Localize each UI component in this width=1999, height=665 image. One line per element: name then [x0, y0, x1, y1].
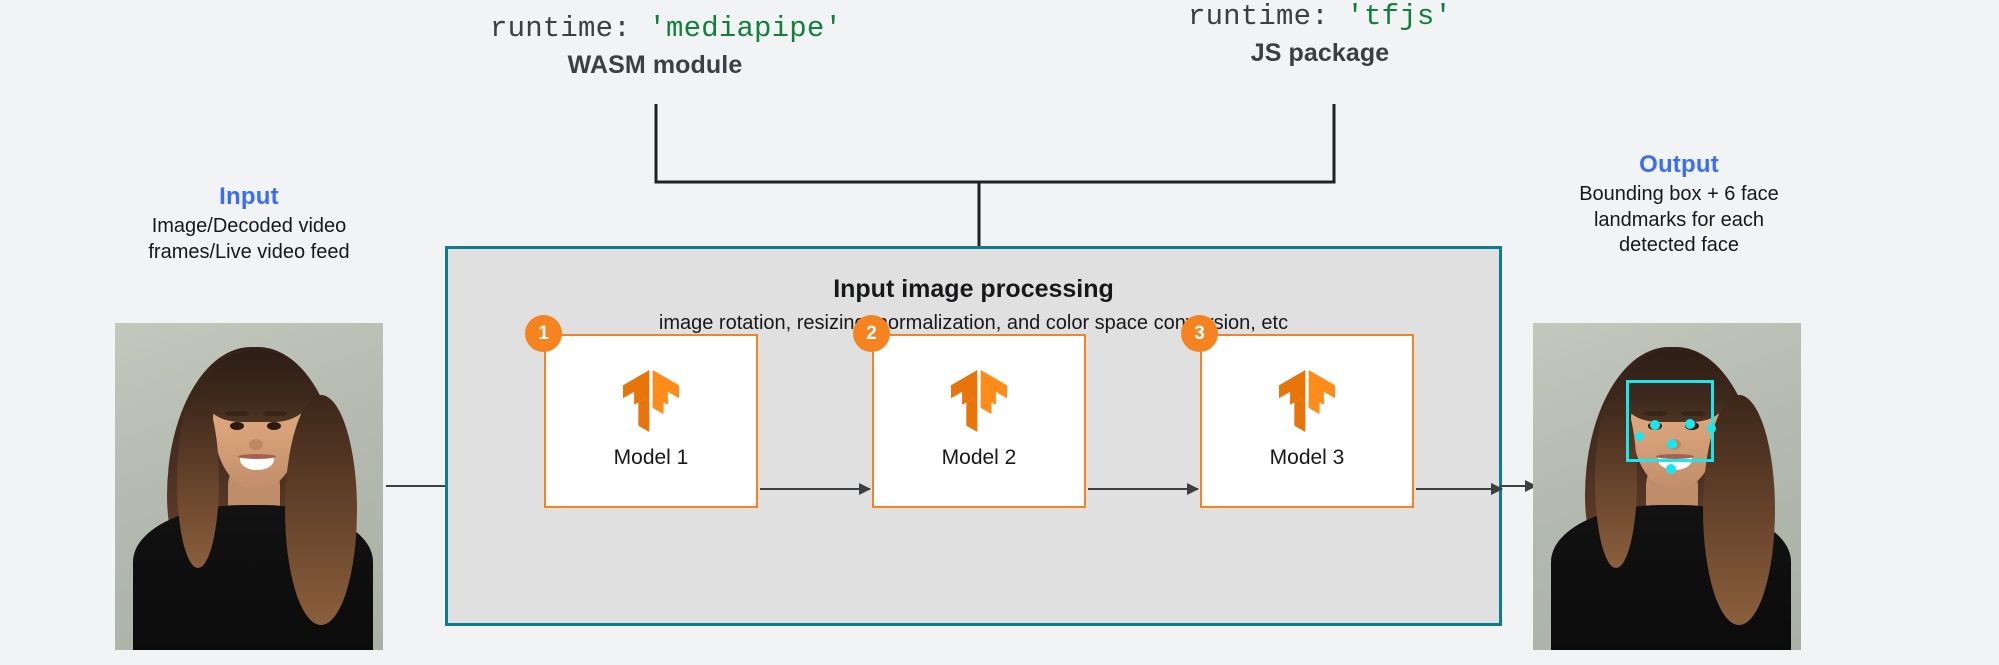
output-title: Output [1639, 151, 1719, 178]
input-description-line-1: Image/Decoded video [151, 215, 347, 237]
face-landmark-ear-right [1707, 424, 1716, 433]
model-card-1[interactable]: Model 1 [544, 334, 758, 508]
runtime-code-value: 'mediapipe' [648, 12, 843, 45]
tensorflow-logo-icon [1279, 370, 1335, 432]
runtime-code-value: 'tfjs' [1346, 0, 1453, 33]
tensorflow-logo-icon [951, 370, 1007, 432]
model-card-2[interactable]: Model 2 [872, 334, 1086, 508]
photo-eye-right [267, 422, 281, 430]
runtime-code-prefix: runtime: [490, 12, 649, 45]
runtime-subtitle-wasm: WASM module [567, 51, 743, 79]
face-landmark-eye-right [1685, 419, 1695, 429]
runtime-label-tfjs: runtime: 'tfjs' JS package [1155, 0, 1485, 68]
model-badge-3: 3 [1181, 315, 1218, 352]
photo-hair-top [203, 350, 311, 422]
arrow-model2-to-model3 [1088, 483, 1199, 495]
photo-hair-strand-left [177, 393, 219, 568]
photo-lip [238, 454, 276, 459]
model-badge-2: 2 [853, 315, 890, 352]
model-label-1: Model 1 [613, 446, 689, 469]
model-label-2: Model 2 [941, 446, 1017, 469]
input-title: Input [219, 183, 279, 210]
face-landmark-mouth [1666, 464, 1676, 474]
output-description-line-1: Bounding box + 6 face [1579, 183, 1779, 205]
face-landmark-nose [1667, 439, 1677, 449]
model-label-3: Model 3 [1269, 446, 1345, 469]
photo-nose [249, 439, 263, 450]
photo-brow-left [225, 411, 249, 416]
arrow-model1-to-model2 [760, 483, 871, 495]
processing-title: Input image processing [833, 275, 1114, 303]
photo-hair-strand-right [1703, 395, 1775, 625]
face-bounding-box [1626, 380, 1714, 462]
runtime-code-mediapipe: runtime: 'mediapipe' [490, 12, 842, 45]
arrow-model3-tail [1416, 483, 1503, 495]
runtime-code-prefix: runtime: [1187, 0, 1347, 33]
runtime-label-mediapipe: runtime: 'mediapipe' WASM module [490, 12, 842, 80]
input-photo [115, 323, 383, 650]
output-photo [1533, 323, 1801, 650]
output-description-line-3: detected face [1618, 234, 1740, 257]
input-image-processing-box: Input image processing image rotation, r… [445, 246, 1503, 626]
input-description-line-2: frames/Live video feed [148, 240, 350, 263]
photo-hair-strand-right [285, 395, 357, 625]
input-text-block: Input Image/Decoded video frames/Live vi… [69, 183, 429, 265]
output-description-line-2: landmarks for each [1593, 208, 1765, 231]
output-description: Bounding box + 6 face landmarks for each… [1499, 182, 1859, 259]
processing-subtitle: image rotation, resizing, normalization,… [658, 312, 1289, 334]
output-text-block: Output Bounding box + 6 face landmarks f… [1499, 151, 1859, 259]
photo-brow-right [1681, 411, 1705, 416]
photo-brow-right [263, 411, 287, 416]
face-landmark-eye-left [1650, 420, 1660, 430]
model-card-3[interactable]: Model 3 [1200, 334, 1414, 508]
photo-lip [1656, 454, 1694, 459]
photo-brow-left [1643, 411, 1667, 416]
runtime-subtitle-js: JS package [1250, 39, 1390, 67]
input-description: Image/Decoded video frames/Live video fe… [69, 214, 429, 265]
face-landmark-ear-left [1635, 432, 1644, 441]
runtime-bracket-connector [654, 104, 1336, 252]
runtime-code-tfjs: runtime: 'tfjs' [1155, 0, 1485, 33]
model-badge-1: 1 [525, 315, 562, 352]
photo-eye-left [230, 422, 244, 430]
tensorflow-logo-icon [623, 370, 679, 432]
photo-mouth [240, 457, 274, 470]
arrow-processing-to-output [1500, 480, 1537, 492]
photo-hair-strand-left [1595, 393, 1637, 568]
